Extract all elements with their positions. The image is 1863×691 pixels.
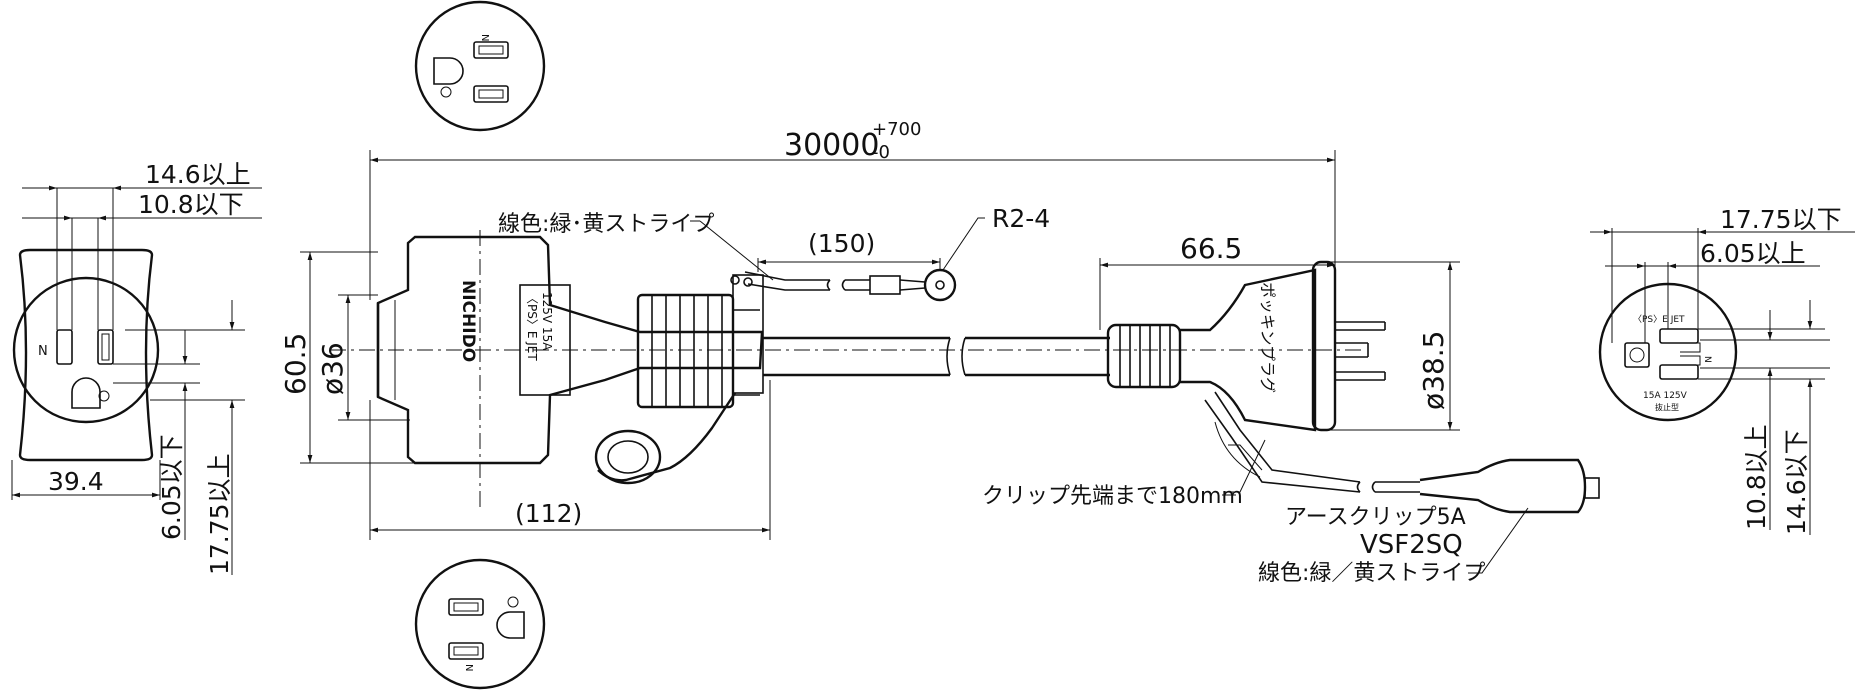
body-length: (112) — [515, 499, 582, 528]
clip-distance: クリップ先端まで180mm — [982, 484, 1243, 509]
left-dim-39-4: 39.4 — [48, 467, 104, 496]
right-plug-face-view: 〈PS〉E JET 15A 125V 抜止型 N 17.75以下 6.05以上 … — [1590, 205, 1855, 535]
bottom-face-n-label: N — [463, 664, 474, 671]
plug-brand: ポッキンプラグ — [1258, 282, 1277, 393]
top-outlet-face-view: N — [414, 0, 546, 132]
right-dim-6-05: 6.05以上 — [1700, 239, 1806, 268]
right-face-n-label: N — [1702, 356, 1712, 363]
overall-length: 30000 — [784, 128, 879, 163]
lead-length: (150) — [808, 229, 875, 258]
top-face-n-label: N — [479, 34, 490, 41]
overall-tol-plus: +700 — [872, 119, 921, 140]
plug-length: 66.5 — [1180, 232, 1242, 265]
terminal-label: R2-4 — [992, 204, 1050, 233]
right-face-type: 抜止型 — [1655, 402, 1679, 412]
right-face-rating: 15A 125V — [1643, 391, 1688, 401]
body-marking-2: 125V 15A — [540, 292, 554, 351]
left-outlet-front-view: N 14.6以上 10.8以下 39.4 6.05以下 17.75以上 — [11, 160, 262, 575]
plug-dia: ø38.5 — [1417, 331, 1450, 410]
right-face-mark: 〈PS〉E JET — [1633, 314, 1685, 325]
left-dim-17-75: 17.75以上 — [205, 453, 234, 575]
body-height: 60.5 — [279, 333, 312, 395]
left-face-n-label: N — [38, 344, 48, 359]
body-marking-1: 〈PS〉E JET — [525, 292, 539, 361]
left-dim-10-8: 10.8以下 — [138, 190, 244, 219]
plug-body: ポッキンプラグ — [1106, 260, 1386, 432]
right-dim-17-75: 17.75以下 — [1720, 205, 1842, 234]
bottom-plug-face-view: N — [414, 558, 546, 690]
body-brand: NICHIDO — [458, 280, 478, 362]
connector-grip-ribs — [636, 274, 764, 409]
main-side-view: 30000 +700 -0 NICHIDO 〈PS〉E JET 125V 15A — [279, 119, 1600, 586]
earth-clip-label: アースクリップ5A — [1285, 505, 1466, 530]
cable-type-label: VSF2SQ — [1360, 530, 1463, 560]
wire-color-label: 線色:緑･黄ストライプ — [498, 212, 714, 237]
left-dim-6-05: 6.05以下 — [157, 434, 186, 540]
clip-wire-color: 線色:緑／黄ストライプ — [1258, 561, 1485, 586]
overall-tol-minus: -0 — [872, 142, 890, 163]
strap-ring — [594, 429, 662, 485]
left-dim-14-6: 14.6以上 — [145, 160, 251, 189]
body-dia: ø36 — [316, 342, 349, 395]
right-dim-14-6: 14.6以下 — [1782, 429, 1811, 535]
right-dim-10-8: 10.8以上 — [1742, 424, 1771, 530]
